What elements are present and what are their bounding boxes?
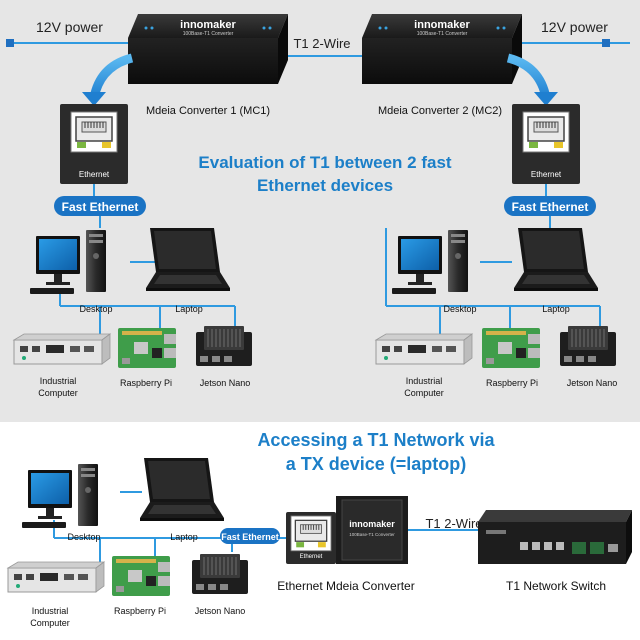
ethernet-port-label-bottom: Ethernet	[300, 554, 323, 560]
t1-network-switch	[478, 510, 632, 564]
desktop-label-left: Desktop	[79, 304, 112, 314]
power-plug-left	[6, 39, 14, 47]
industrial-label-line1-right: Industrial	[406, 376, 443, 386]
bottom-title-line2: a TX device (=laptop)	[286, 454, 467, 474]
jetson-label-bottom: Jetson Nano	[195, 606, 246, 616]
top-title-line1: Evaluation of T1 between 2 fast	[198, 153, 452, 172]
industrial-label-line1-bottom: Industrial	[32, 606, 69, 616]
ethernet-port-label-right: Ethernet	[531, 170, 562, 179]
fast-ethernet-label-bottom: Fast Ethernet	[221, 532, 279, 542]
industrial-label-line1-left: Industrial	[40, 376, 77, 386]
jetson-nano-right	[559, 325, 617, 367]
bottom-title-line1: Accessing a T1 Network via	[257, 430, 495, 450]
power-plug-right	[602, 39, 610, 47]
jetson-label-left: Jetson Nano	[200, 378, 251, 388]
power-label-left: 12V power	[36, 19, 103, 35]
arrow-head-right-icon	[534, 92, 558, 106]
industrial-computer-right	[375, 333, 473, 365]
industrial-label-line2-right: Computer	[404, 388, 444, 398]
top-title-line2: Ethernet devices	[257, 176, 393, 195]
industrial-label-line2-left: Computer	[38, 388, 78, 398]
t1-wire-label-bottom: T1 2-Wire	[425, 516, 482, 531]
ethernet-port-icon-left	[70, 111, 118, 153]
industrial-computer-left	[13, 333, 111, 365]
converter-brand-sub-bottom: 100Base-T1 Converter	[349, 532, 395, 537]
ethernet-port-label-left: Ethernet	[79, 170, 110, 179]
fast-ethernet-badge-bottom	[220, 528, 280, 544]
raspberry-pi-right	[482, 328, 540, 368]
mc1-brand: innomaker	[180, 19, 236, 31]
power-label-right: 12V power	[541, 19, 608, 35]
ethernet-port-icon-bottom	[290, 515, 332, 552]
converter-box-face	[341, 499, 403, 561]
mc2-brand: innomaker	[414, 19, 470, 31]
mc1-label: Mdeia Converter 1 (MC1)	[146, 105, 270, 117]
fast-ethernet-label-left: Fast Ethernet	[62, 200, 139, 214]
desktop-label-right: Desktop	[443, 304, 476, 314]
raspberry-label-left: Raspberry Pi	[120, 378, 172, 388]
converter-brand-bottom: innomaker	[349, 519, 395, 529]
t1-wire-label-top: T1 2-Wire	[293, 36, 350, 51]
raspberry-pi-bottom	[112, 556, 170, 596]
jetson-nano-left	[195, 325, 253, 367]
fast-ethernet-label-right: Fast Ethernet	[512, 200, 589, 214]
fast-ethernet-badge-left	[54, 196, 146, 216]
mc1-brand-sub: 100Base-T1 Converter	[183, 31, 234, 37]
raspberry-label-bottom: Raspberry Pi	[114, 606, 166, 616]
desktop-label-bottom: Desktop	[67, 532, 100, 542]
jetson-nano-bottom	[191, 553, 249, 595]
arrow-head-left-icon	[82, 92, 106, 106]
ethernet-port-icon-right	[522, 111, 570, 153]
laptop-label-left: Laptop	[175, 304, 203, 314]
switch-label: T1 Network Switch	[506, 579, 606, 593]
laptop-label-bottom: Laptop	[170, 532, 198, 542]
industrial-label-line2-bottom: Computer	[30, 618, 70, 628]
raspberry-label-right: Raspberry Pi	[486, 378, 538, 388]
mc2-label: Mdeia Converter 2 (MC2)	[378, 105, 502, 117]
fast-ethernet-badge-right	[504, 196, 596, 216]
industrial-computer-bottom	[7, 561, 105, 593]
raspberry-pi-left	[118, 328, 176, 368]
mc2-brand-sub: 100Base-T1 Converter	[417, 31, 468, 37]
jetson-label-right: Jetson Nano	[567, 378, 618, 388]
converter-label-bottom: Ethernet Mdeia Converter	[277, 579, 414, 593]
laptop-label-right: Laptop	[542, 304, 570, 314]
